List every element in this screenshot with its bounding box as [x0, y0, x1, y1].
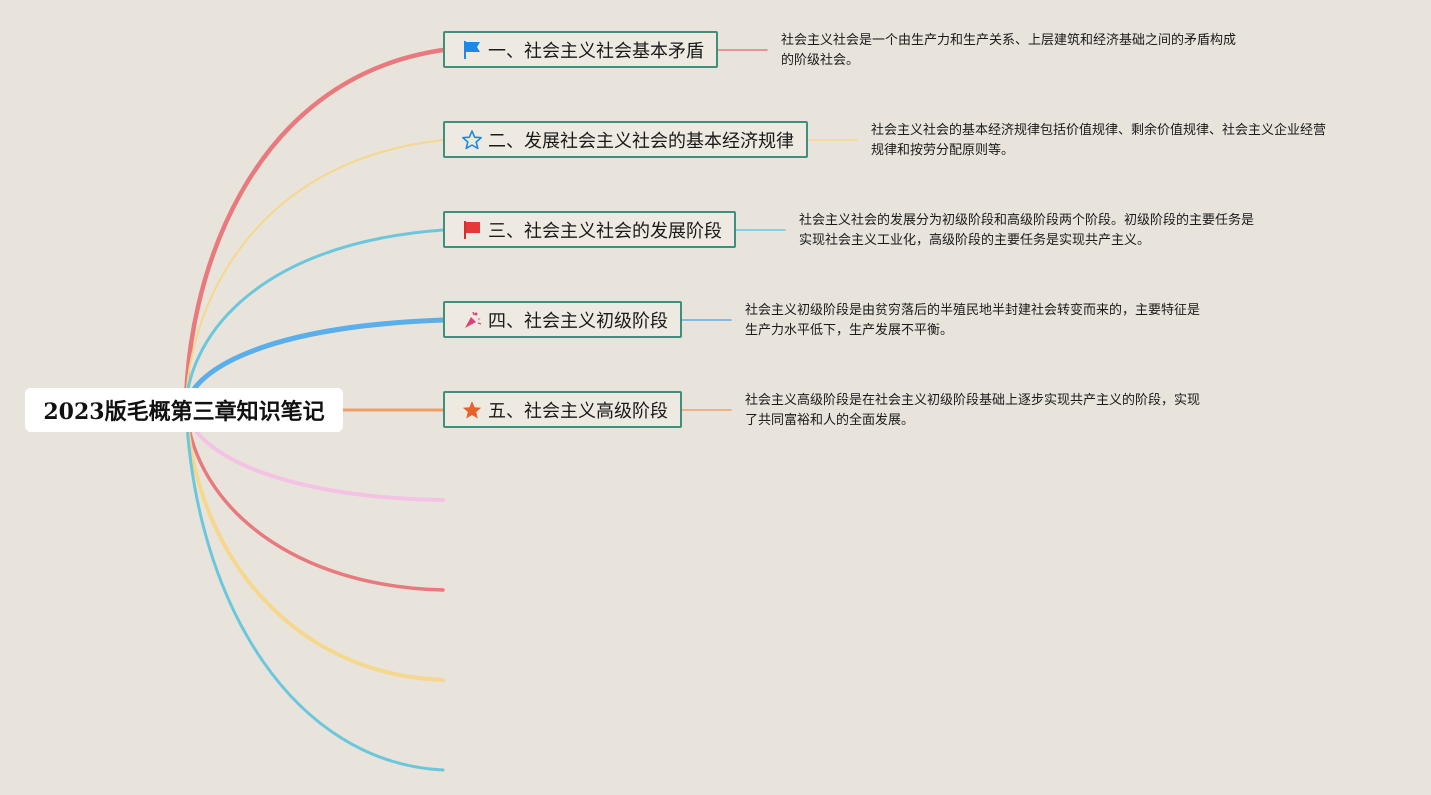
topic-5-note-line-2: 了共同富裕和人的全面发展。	[745, 413, 915, 428]
topic-2-note-line-1: 社会主义社会的基本经济规律包括价值规律、剩余价值规律、社会主义企业经营	[871, 123, 1327, 138]
star-outline-icon	[461, 129, 483, 151]
topic-4-note-line-2: 生产力水平低下，生产发展不平衡。	[745, 323, 954, 338]
topic-1[interactable]: 一、社会主义社会基本矛盾	[443, 31, 718, 68]
topic-1-note-line-1: 社会主义社会是一个由生产力和生产关系、上层建筑和经济基础之间的矛盾构成	[781, 33, 1237, 48]
red-flag-icon	[461, 219, 483, 241]
topic-2[interactable]: 二、发展社会主义社会的基本经济规律	[443, 121, 808, 158]
empty-branch-2	[184, 408, 445, 592]
topic-5[interactable]: 五、社会主义高级阶段	[443, 391, 682, 428]
topic-4-label: 四、社会主义初级阶段	[488, 310, 668, 332]
topic-2-label: 二、发展社会主义社会的基本经济规律	[488, 130, 794, 152]
empty-branch-3	[184, 408, 445, 682]
topic-5-label: 五、社会主义高级阶段	[488, 400, 668, 422]
topic-3-note: 社会主义社会的发展分为初级阶段和高级阶段两个阶段。初级阶段的主要任务是 实现社会…	[799, 211, 1254, 251]
topic-1-note: 社会主义社会是一个由生产力和生产关系、上层建筑和经济基础之间的矛盾构成 的阶级社…	[781, 31, 1236, 71]
topic-4[interactable]: 四、社会主义初级阶段	[443, 301, 682, 338]
branch-line-1	[183, 47, 446, 413]
topic-4-note: 社会主义初级阶段是由贫穷落后的半殖民地半封建社会转变而来的，主要特征是 生产力水…	[745, 301, 1200, 341]
empty-branch-4	[184, 408, 445, 772]
topic-1-note-line-2: 的阶级社会。	[781, 53, 860, 68]
root-title: 2023版毛概第三章知识笔记	[43, 399, 325, 425]
topic-5-note: 社会主义高级阶段是在社会主义初级阶段基础上逐步实现共产主义的阶段，实现 了共同富…	[745, 391, 1200, 431]
topic-2-note-line-2: 规律和按劳分配原则等。	[871, 143, 1015, 158]
topic-3[interactable]: 三、社会主义社会的发展阶段	[443, 211, 736, 248]
topic-3-label: 三、社会主义社会的发展阶段	[488, 220, 722, 242]
root-topic[interactable]: 2023版毛概第三章知识笔记	[25, 388, 343, 432]
branch-line-2	[185, 139, 444, 411]
blue-flag-icon	[461, 39, 483, 61]
branch-line-3	[184, 228, 445, 412]
topic-1-label: 一、社会主义社会基本矛盾	[488, 40, 704, 62]
topic-3-note-line-1: 社会主义社会的发展分为初级阶段和高级阶段两个阶段。初级阶段的主要任务是	[799, 213, 1255, 228]
orange-star-icon	[461, 399, 483, 421]
topic-4-note-line-1: 社会主义初级阶段是由贫穷落后的半殖民地半封建社会转变而来的，主要特征是	[745, 303, 1201, 318]
topic-3-note-line-2: 实现社会主义工业化，高级阶段的主要任务是实现共产主义。	[799, 233, 1151, 248]
topic-5-note-line-1: 社会主义高级阶段是在社会主义初级阶段基础上逐步实现共产主义的阶段，实现	[745, 393, 1201, 408]
party-popper-icon	[461, 309, 483, 331]
topic-2-note: 社会主义社会的基本经济规律包括价值规律、剩余价值规律、社会主义企业经营 规律和按…	[871, 121, 1326, 161]
